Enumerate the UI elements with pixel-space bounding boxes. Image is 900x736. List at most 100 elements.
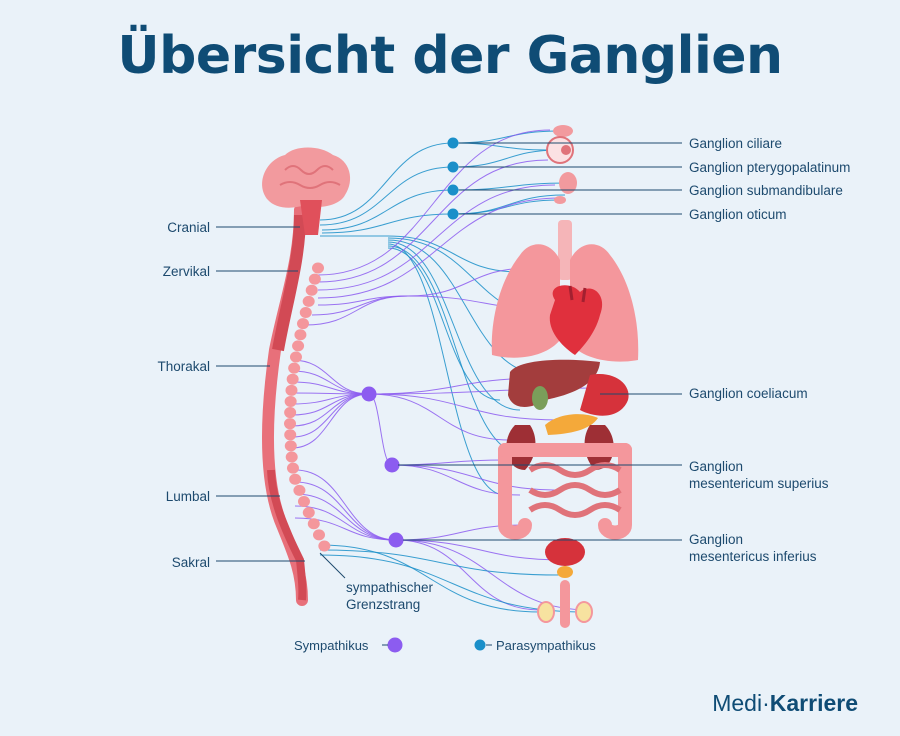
sym-nerve [368, 393, 393, 466]
sym-nerve [317, 197, 561, 299]
sym-nerve [317, 159, 549, 283]
para-nerve [319, 142, 454, 221]
label-ganglion-ciliare: Ganglion ciliare [689, 136, 783, 151]
chain-bead [284, 429, 297, 441]
para-nerve [452, 130, 561, 144]
chain-bead [289, 351, 302, 363]
sym-nerve [311, 295, 409, 316]
chain-bead [284, 418, 297, 430]
para-nerve [452, 149, 561, 168]
sym-nerve [368, 393, 561, 421]
sym-nerve [291, 381, 370, 395]
para-nerve [387, 247, 501, 401]
chain-bead [296, 318, 309, 330]
label-lumbal: Lumbal [165, 489, 210, 504]
sympathetic-chain [284, 262, 331, 552]
sym-nerve [294, 517, 397, 541]
chain-bead [294, 329, 307, 341]
para-nerve [387, 243, 506, 496]
sym-nerve [291, 359, 370, 395]
label-ganglion-mesentericum-superius: Ganglion mesentericum superius [689, 459, 829, 491]
bladder-icon [537, 538, 593, 628]
sympathetic-ganglion-dot [388, 532, 404, 548]
chain-bead [305, 284, 318, 296]
sym-nerve [291, 393, 370, 438]
chain-bead [292, 340, 305, 352]
sym-nerve [391, 459, 506, 466]
heart-icon [549, 285, 603, 355]
parasympathetic-ganglion-dot [447, 184, 459, 196]
legend-parasympathikus-dot [474, 639, 486, 651]
gallbladder-icon [532, 386, 548, 410]
chain-bead [307, 518, 320, 530]
label-ganglion-coeliacum: Ganglion coeliacum [689, 386, 808, 401]
chain-bead [299, 306, 312, 318]
salivary-gland-icon [554, 172, 577, 204]
legend-sympathikus: Sympathikus [294, 638, 369, 653]
leader-line [319, 552, 346, 579]
sym-nerve [294, 469, 397, 541]
label-sakral: Sakral [171, 555, 210, 570]
sympathetic-ganglion-dot [384, 457, 400, 473]
para-nerve [319, 166, 454, 226]
chain-bead [302, 507, 315, 519]
sym-nerve [291, 393, 370, 449]
chain-bead [308, 273, 321, 285]
label-thorakal: Thorakal [157, 359, 210, 374]
sym-nerve [395, 539, 541, 611]
medi-karriere-logo: Medi·Karriere [712, 690, 858, 716]
para-nerve [319, 549, 561, 576]
chain-bead [318, 540, 331, 552]
chain-bead [286, 462, 299, 474]
para-nerve [321, 213, 454, 234]
parasympathetic-ganglion-dot [447, 137, 459, 149]
label-ganglion-submandibulare: Ganglion submandibulare [689, 183, 843, 198]
liver-icon [508, 359, 600, 407]
sympathetic-ganglion-dot [361, 386, 377, 402]
label-zervikal: Zervikal [162, 264, 210, 279]
sym-nerve [291, 393, 370, 416]
pancreas-icon [545, 414, 598, 435]
spinal-cord [262, 204, 308, 606]
chain-bead [285, 451, 298, 463]
label-grenzstrang: sympathischer Grenzstrang [346, 580, 434, 612]
stomach-icon [580, 374, 629, 416]
chain-bead [297, 496, 310, 508]
legend-parasympathikus: Parasympathikus [496, 638, 596, 653]
sym-nerve [304, 295, 409, 326]
sym-nerve [368, 393, 511, 441]
para-nerve [387, 235, 521, 273]
para-nerve [321, 189, 454, 231]
page-title: Übersicht der Ganglien [117, 26, 783, 86]
para-nerve [452, 182, 569, 191]
chain-bead [312, 262, 324, 274]
brain-icon [262, 147, 351, 235]
ganglion-dots [361, 137, 486, 653]
chain-bead [288, 362, 301, 374]
chain-bead [286, 373, 299, 385]
chain-bead [293, 484, 306, 496]
sym-nerve [395, 539, 591, 611]
para-nerve [452, 142, 549, 151]
chain-bead [302, 295, 315, 307]
label-ganglion-mesentericus-inferius: Ganglion mesentericus inferius [689, 532, 817, 564]
chain-bead [289, 473, 302, 485]
sym-nerve [294, 481, 397, 541]
para-nerve [319, 544, 541, 613]
chain-bead [284, 407, 297, 419]
label-ganglion-oticum: Ganglion oticum [689, 207, 787, 222]
para-nerve [387, 241, 521, 411]
chain-bead [284, 440, 297, 452]
parasympathetic-ganglion-dot [447, 208, 459, 220]
sym-nerve [317, 129, 551, 276]
label-leader-lines [216, 142, 682, 646]
chain-bead [312, 529, 325, 541]
legend-sympathikus-dot [387, 637, 403, 653]
sym-nerve [294, 493, 397, 541]
label-cranial: Cranial [167, 220, 210, 235]
para-nerve [452, 199, 561, 215]
chain-bead [285, 384, 298, 396]
parasympathetic-ganglion-dot [447, 161, 459, 173]
sym-nerve [395, 539, 566, 561]
